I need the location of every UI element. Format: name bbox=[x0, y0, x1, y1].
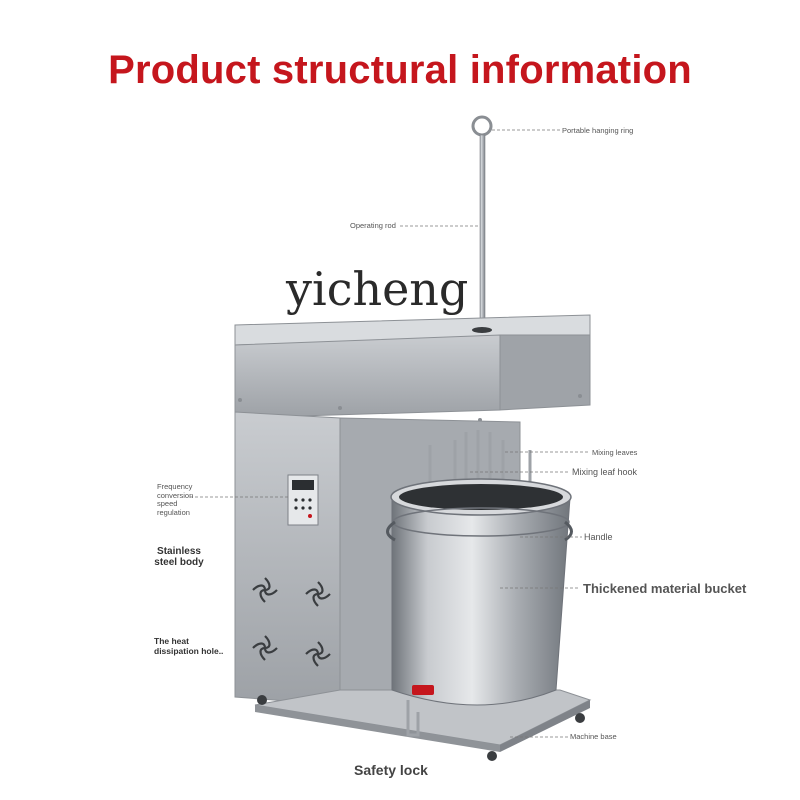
label-operating-rod: Operating rod bbox=[350, 221, 396, 230]
label-bucket: Thickened material bucket bbox=[583, 581, 747, 596]
page-title: Product structural information bbox=[108, 48, 692, 92]
heat-dissipation-holes bbox=[252, 577, 331, 667]
bucket-handle bbox=[386, 520, 396, 542]
machine-base bbox=[254, 689, 592, 761]
machine-head bbox=[234, 314, 591, 422]
label-mixing-leaf-hook: Mixing leaf hook bbox=[572, 467, 638, 477]
material-bucket bbox=[386, 478, 573, 706]
label-stainless-body: Stainless steel body bbox=[154, 546, 204, 568]
label-frequency: Frequency conversion speed regulation bbox=[157, 482, 194, 517]
label-machine-base: Machine base bbox=[570, 732, 617, 741]
label-mixing-leaves: Mixing leaves bbox=[592, 448, 638, 457]
label-hanging-ring: Portable hanging ring bbox=[562, 126, 634, 135]
label-handle: Handle bbox=[584, 532, 613, 542]
label-safety-lock: Safety lock bbox=[354, 762, 428, 778]
label-heat-hole: The heat dissipation hole.. bbox=[154, 636, 224, 656]
hanging-ring bbox=[471, 115, 493, 137]
safety-lock bbox=[406, 685, 434, 737]
watermark-text: yicheng bbox=[286, 262, 469, 316]
leader-lines bbox=[190, 129, 590, 738]
